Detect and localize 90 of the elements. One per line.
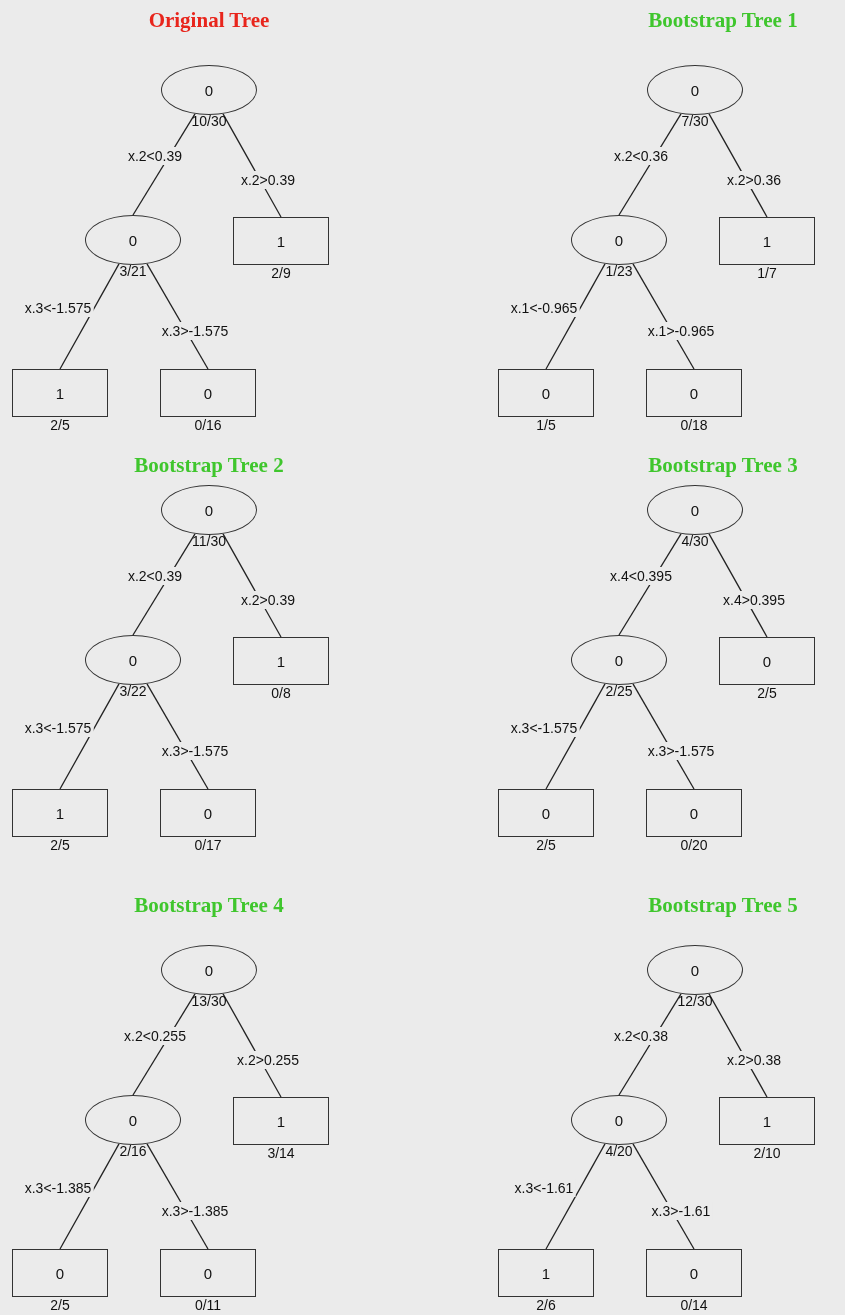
- leaf-box: 1: [12, 369, 108, 417]
- leaf-box: 0: [646, 1249, 742, 1297]
- edge-label: x.2<0.39: [125, 147, 185, 165]
- decision-ellipse: 0: [647, 485, 743, 535]
- class-count: 0/16: [194, 417, 222, 433]
- edge-label: x.3>-1.385: [159, 1202, 231, 1220]
- class-count: 0/17: [194, 837, 222, 853]
- class-count: 3/21: [119, 263, 147, 279]
- connector-line: [59, 1143, 120, 1250]
- class-count: 0/14: [680, 1297, 708, 1313]
- edge-label: x.2<0.39: [125, 567, 185, 585]
- edge-label: x.3>-1.575: [645, 742, 717, 760]
- leaf-box: 0: [12, 1249, 108, 1297]
- class-count: 2/5: [50, 837, 70, 853]
- class-count: 2/5: [536, 837, 556, 853]
- leaf-box: 1: [719, 217, 815, 265]
- class-count: 1/23: [605, 263, 633, 279]
- leaf-box: 1: [233, 637, 329, 685]
- class-count: 3/22: [119, 683, 147, 699]
- decision-ellipse: 0: [85, 1095, 181, 1145]
- tree-title: Bootstrap Tree 5: [648, 892, 798, 918]
- edge-label: x.3>-1.575: [159, 322, 231, 340]
- leaf-box: 0: [498, 369, 594, 417]
- class-count: 4/30: [681, 533, 709, 549]
- class-count: 10/30: [191, 113, 227, 129]
- edge-label: x.4<0.395: [608, 567, 674, 585]
- class-count: 0/8: [271, 685, 291, 701]
- class-count: 0/11: [194, 1297, 222, 1313]
- edge-label: x.2>0.39: [238, 591, 298, 609]
- decision-ellipse: 0: [571, 635, 667, 685]
- decision-ellipse: 0: [647, 65, 743, 115]
- leaf-box: 0: [719, 637, 815, 685]
- tree-title: Bootstrap Tree 4: [134, 892, 284, 918]
- class-count: 3/14: [267, 1145, 295, 1161]
- class-count: 12/30: [677, 993, 713, 1009]
- leaf-box: 0: [160, 789, 256, 837]
- decision-ellipse: 0: [571, 1095, 667, 1145]
- edge-label: x.2>0.255: [235, 1051, 301, 1069]
- edge-label: x.2>0.36: [724, 171, 784, 189]
- leaf-box: 0: [498, 789, 594, 837]
- decision-ellipse: 0: [85, 635, 181, 685]
- class-count: 11/30: [192, 533, 226, 549]
- decision-ellipse: 0: [571, 215, 667, 265]
- class-count: 1/5: [536, 417, 556, 433]
- class-count: 4/20: [605, 1143, 633, 1159]
- tree-title: Original Tree: [148, 7, 270, 33]
- edge-label: x.2<0.36: [611, 147, 671, 165]
- class-count: 0/20: [680, 837, 708, 853]
- leaf-box: 1: [233, 1097, 329, 1145]
- tree-title: Bootstrap Tree 2: [134, 452, 284, 478]
- class-count: 2/16: [119, 1143, 147, 1159]
- leaf-box: 1: [233, 217, 329, 265]
- class-count: 2/6: [536, 1297, 556, 1313]
- edge-label: x.2>0.39: [238, 171, 298, 189]
- leaf-box: 0: [160, 1249, 256, 1297]
- tree-title: Bootstrap Tree 1: [648, 7, 798, 33]
- edge-label: x.2>0.38: [724, 1051, 784, 1069]
- leaf-box: 0: [646, 369, 742, 417]
- tree-title: Bootstrap Tree 3: [648, 452, 798, 478]
- connector-line: [545, 683, 606, 790]
- leaf-box: 1: [719, 1097, 815, 1145]
- edge-label: x.3>-1.575: [159, 742, 231, 760]
- leaf-box: 0: [160, 369, 256, 417]
- class-count: 2/5: [50, 1297, 70, 1313]
- class-count: 0/18: [680, 417, 708, 433]
- decision-ellipse: 0: [161, 65, 257, 115]
- edge-label: x.2<0.38: [611, 1027, 671, 1045]
- decision-ellipse: 0: [85, 215, 181, 265]
- leaf-box: 1: [498, 1249, 594, 1297]
- connector-line: [545, 263, 606, 370]
- class-count: 1/7: [757, 265, 777, 281]
- connector-line: [545, 1143, 606, 1250]
- class-count: 13/30: [191, 993, 227, 1009]
- decision-ellipse: 0: [161, 485, 257, 535]
- class-count: 7/30: [681, 113, 709, 129]
- edge-label: x.2<0.255: [122, 1027, 188, 1045]
- class-count: 2/5: [50, 417, 70, 433]
- class-count: 2/10: [753, 1145, 781, 1161]
- edge-label: x.4>0.395: [721, 591, 787, 609]
- class-count: 2/25: [605, 683, 633, 699]
- connector-line: [59, 263, 120, 370]
- decision-ellipse: 0: [161, 945, 257, 995]
- edge-label: x.1>-0.965: [645, 322, 717, 340]
- connector-line: [59, 683, 120, 790]
- leaf-box: 0: [646, 789, 742, 837]
- class-count: 2/5: [757, 685, 777, 701]
- edge-label: x.3>-1.61: [649, 1202, 713, 1220]
- decision-ellipse: 0: [647, 945, 743, 995]
- class-count: 2/9: [271, 265, 291, 281]
- leaf-box: 1: [12, 789, 108, 837]
